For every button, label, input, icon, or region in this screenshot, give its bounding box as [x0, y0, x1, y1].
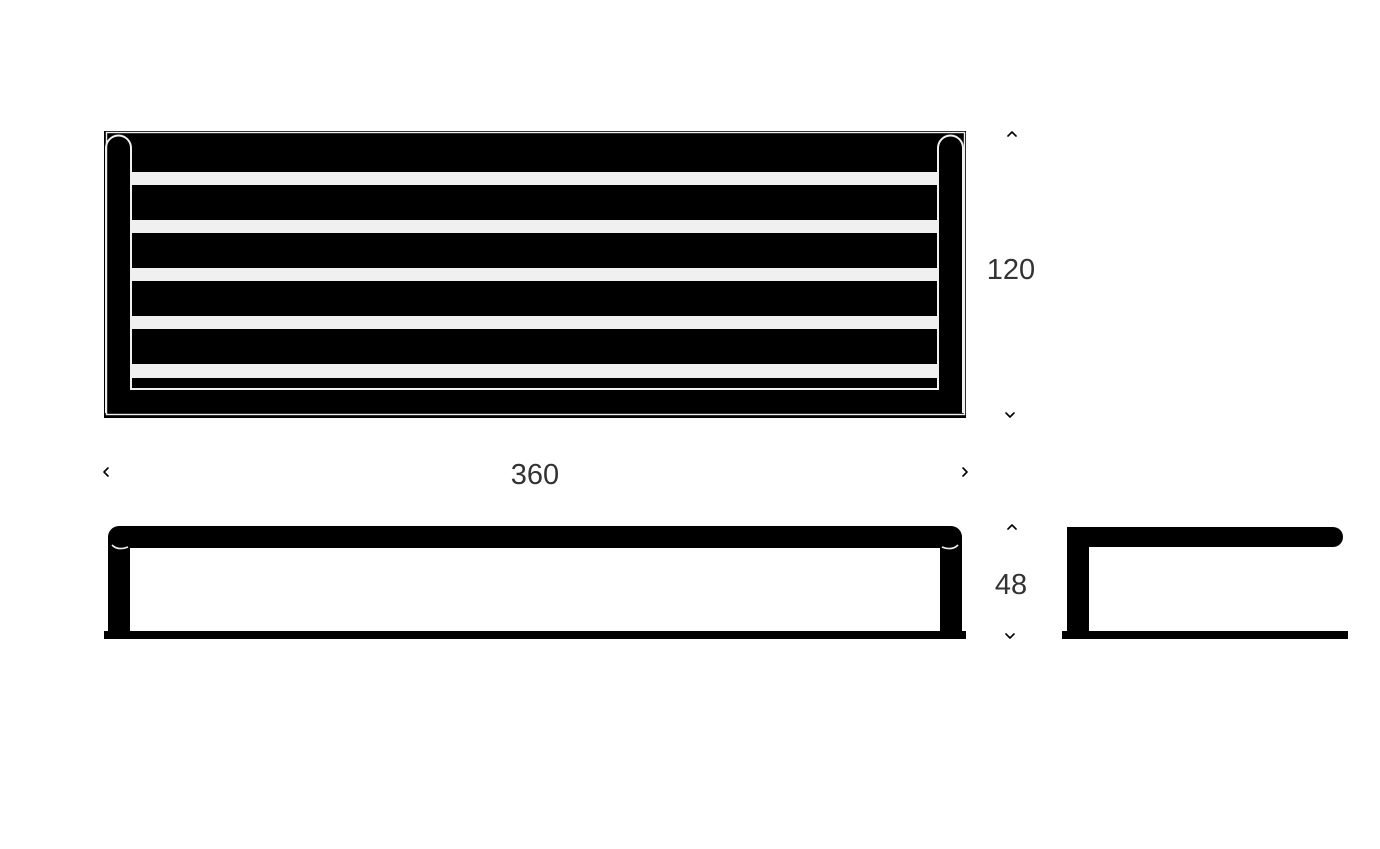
depth-dimension: 48 [995, 524, 1027, 639]
front-view [104, 526, 966, 639]
dimension-arrow-up [1007, 524, 1017, 530]
width-dimension: 360 [103, 459, 968, 491]
slat-gap [131, 268, 938, 281]
side-leg [1067, 537, 1089, 632]
width-label: 360 [511, 459, 559, 491]
top-view [104, 131, 966, 418]
slat-gap [131, 172, 938, 185]
dimension-arrow-down [1005, 633, 1015, 639]
slat-gap [131, 220, 938, 233]
depth-label: 48 [995, 569, 1027, 601]
front-rail-highlight [111, 544, 129, 550]
side-base-plate [1062, 631, 1348, 639]
base-plate-outline [105, 131, 966, 416]
dimension-arrow-down [1005, 412, 1015, 418]
height-dimension: 120 [987, 131, 1035, 418]
front-top-rail [108, 526, 962, 548]
side-top-rail [1067, 527, 1343, 547]
slat-gap [131, 316, 938, 329]
dimension-arrow-up [1007, 131, 1017, 137]
height-label: 120 [987, 254, 1035, 286]
slat-gap [131, 364, 938, 378]
dimension-arrow-left [103, 467, 109, 477]
front-rail-highlight [941, 544, 959, 550]
dimension-arrow-right [962, 467, 968, 477]
front-right-leg [940, 537, 962, 632]
front-left-leg [108, 537, 130, 632]
front-base-plate [104, 631, 966, 639]
right-side-bar [937, 134, 964, 413]
side-view [1062, 527, 1348, 639]
